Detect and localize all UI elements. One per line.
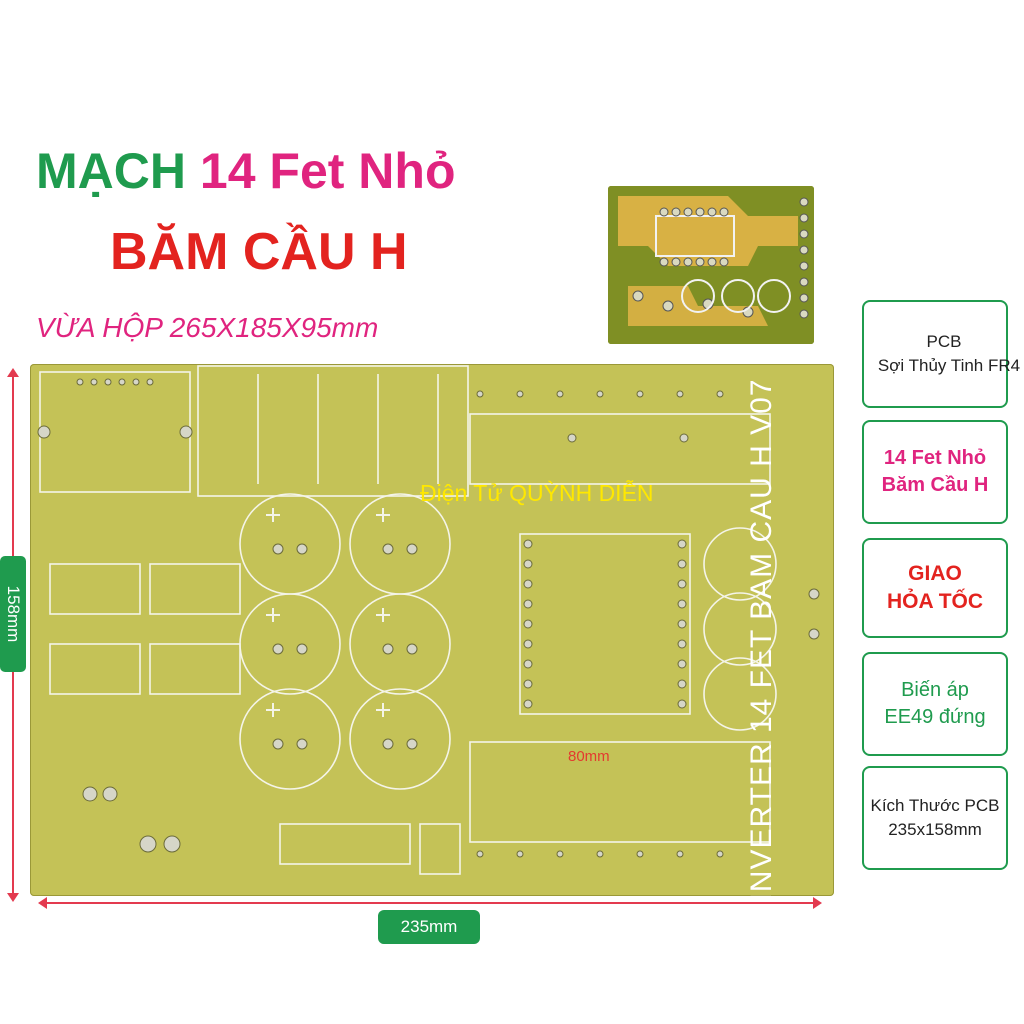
height-dimension-label: 158mm (4, 585, 23, 643)
feature-box-fet-count: 14 Fet Nhỏ Băm Cầu H (862, 420, 1008, 524)
headline-subtitle: VỪA HỘP 265X185X95mm (36, 312, 379, 343)
feature-line: EE49 đứng (884, 706, 986, 728)
feature-box-pcb-material: PCB Sợi Thủy Tinh FR4 (862, 300, 1020, 408)
width-dimension-label: 235mm (378, 910, 480, 944)
headline-part-1: MẠCH (36, 143, 186, 199)
feature-line: Biến áp (901, 679, 969, 701)
main-pcb-image (30, 364, 834, 896)
headline-part-2: 14 Fet Nhỏ (199, 143, 456, 199)
feature-box-fast-delivery: GIAO HỎA TỐC (862, 538, 1008, 638)
feature-line: 14 Fet Nhỏ (883, 447, 987, 469)
headline-line-2: BĂM CẦU H (110, 223, 408, 281)
feature-line: Sợi Thủy Tinh FR4 (877, 356, 1021, 375)
feature-box-pcb-size: Kích Thước PCB 235x158mm (862, 766, 1008, 870)
main-pcb-drawing (37, 365, 820, 875)
driver-board-drawing (608, 186, 814, 344)
feature-box-transformer: Biến áp EE49 đứng (862, 652, 1008, 756)
driver-board-image (608, 186, 814, 344)
feature-line: HỎA TỐC (886, 590, 984, 613)
feature-line: 235x158mm (888, 820, 982, 839)
height-dimension-badge: 158mm (0, 556, 26, 672)
feature-line: Kích Thước PCB (870, 796, 1000, 815)
width-dimension-arrow (38, 897, 822, 909)
pcb-model-label: INVERTER 14 FET BAM CAU H V07 (745, 378, 778, 902)
brand-text: Điện Tử QUỲNH DIỄN (420, 480, 654, 506)
feature-line: GIAO (908, 562, 962, 585)
pcb-model-text: INVERTER 14 FET BAM CAU H V07 (732, 378, 792, 901)
feature-line: PCB (926, 332, 962, 351)
inner-dimension-label: 80mm (568, 748, 610, 765)
feature-line: Băm Cầu H (881, 474, 989, 496)
headline-line-1: MẠCH 14 Fet Nhỏ (36, 146, 576, 196)
